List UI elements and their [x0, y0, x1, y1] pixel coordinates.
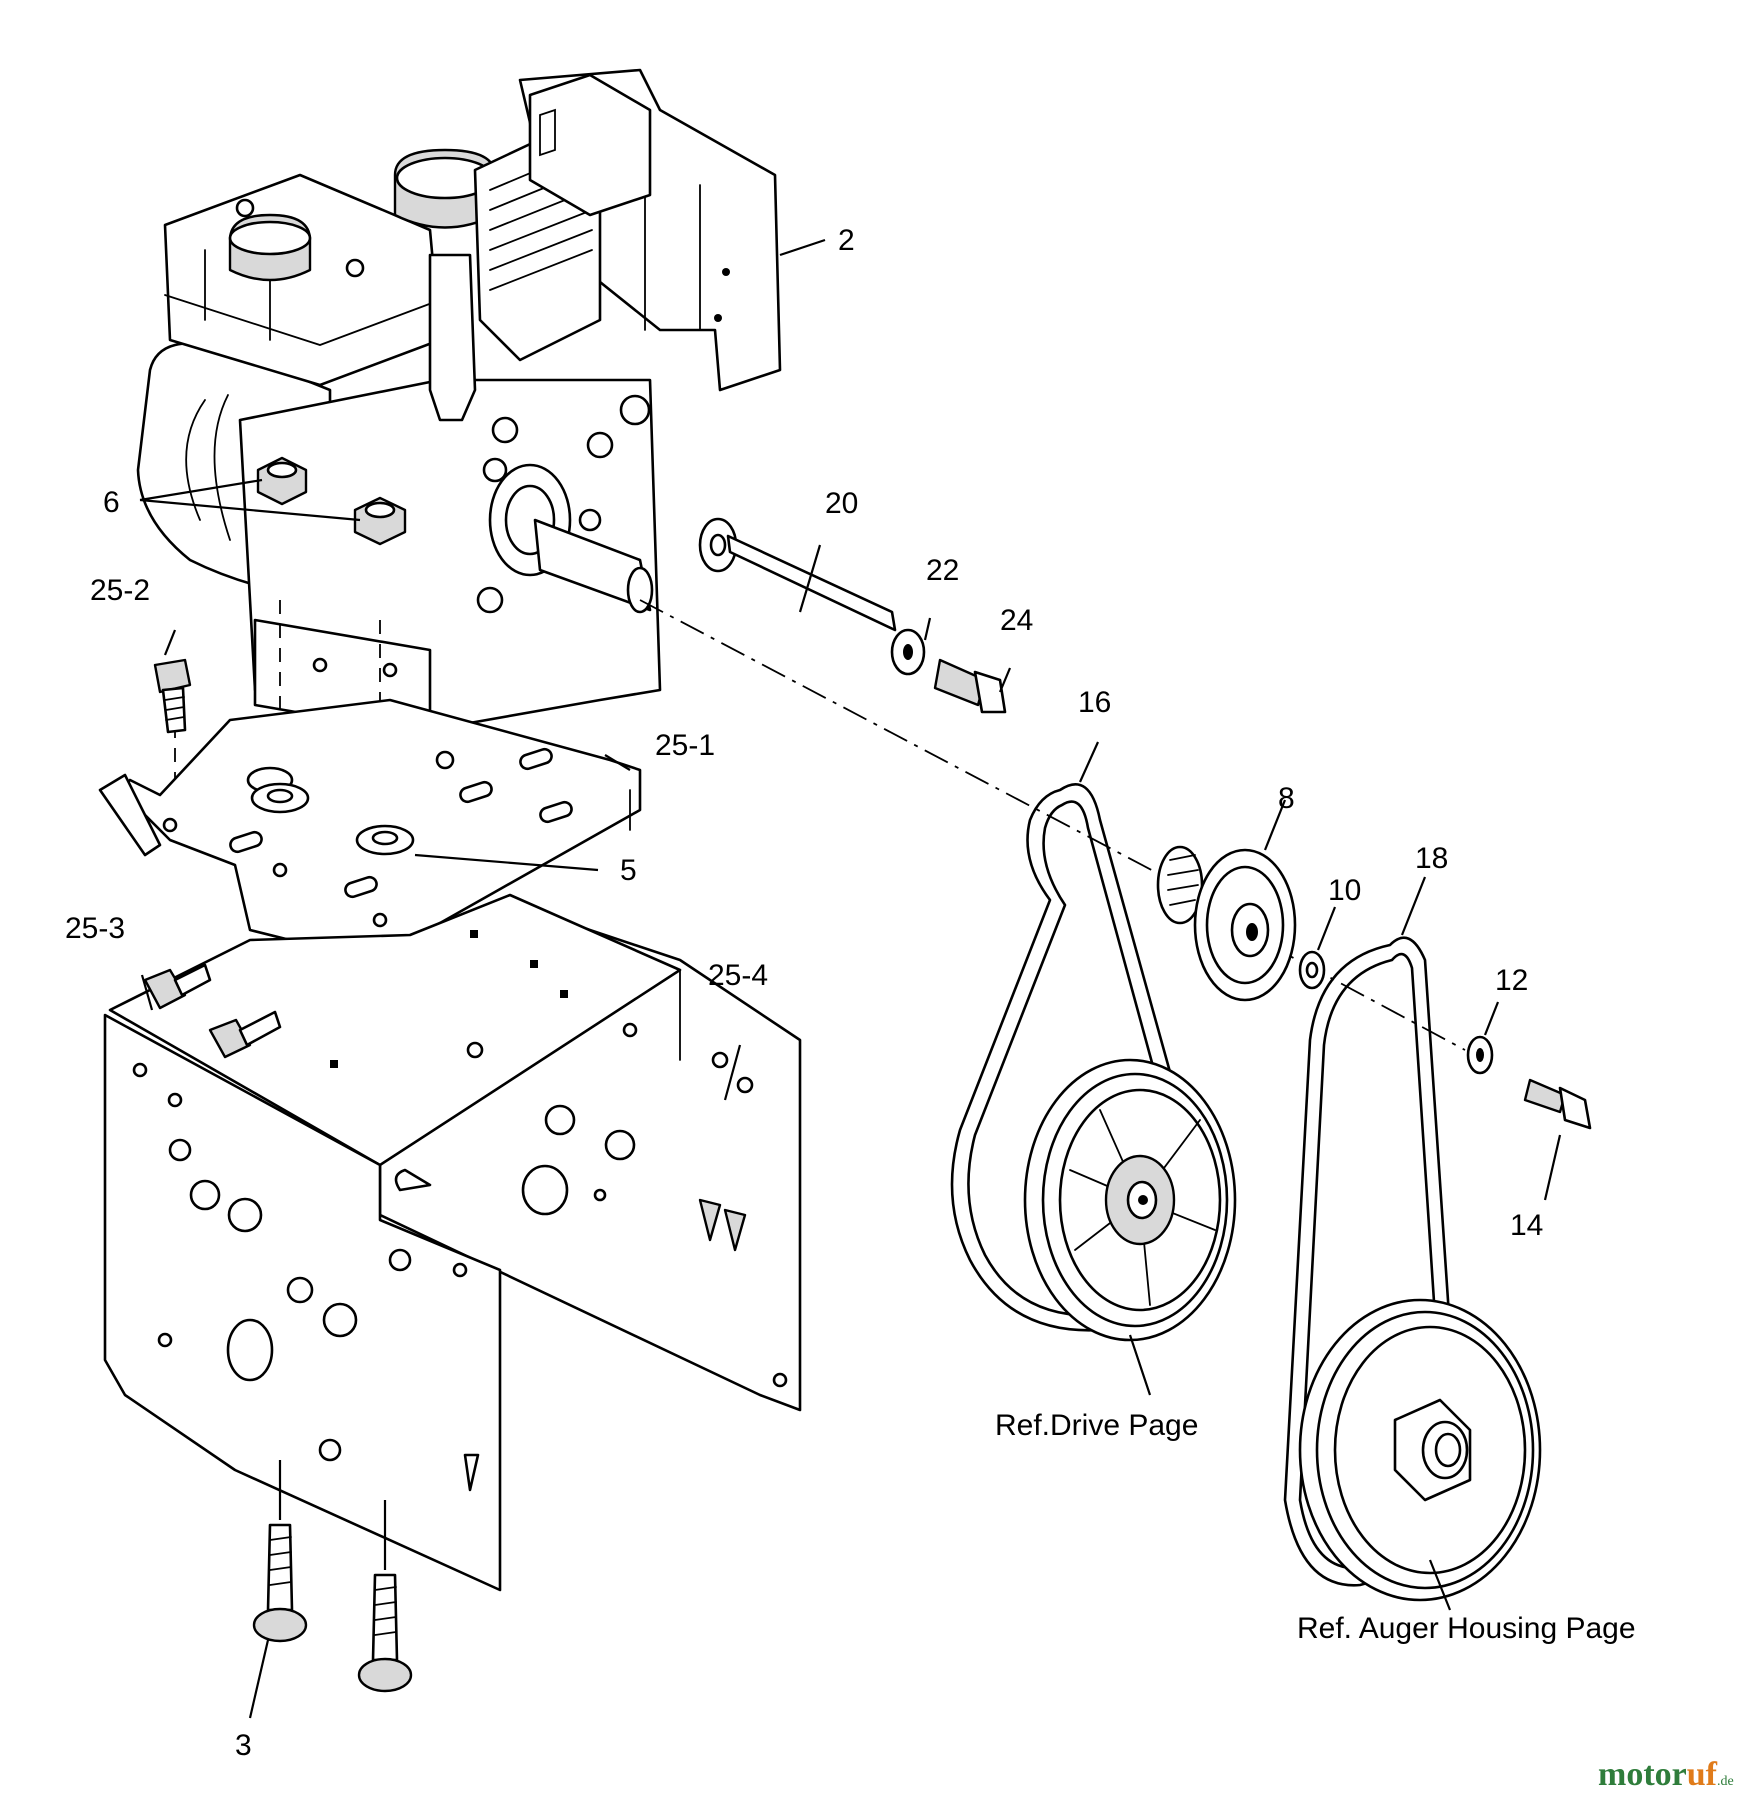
engine [136, 68, 782, 737]
frame [103, 893, 802, 1592]
lock-washers [250, 782, 415, 856]
pin-20 [726, 534, 897, 632]
auger-pulley [1298, 1298, 1542, 1602]
bolt-14 [1523, 1078, 1567, 1114]
callout-25-3: 25-3 [65, 912, 125, 945]
callout-5: 5 [620, 854, 637, 887]
callout-12: 12 [1495, 964, 1528, 997]
callout-8: 8 [1278, 782, 1295, 815]
carriage-bolts [252, 1460, 413, 1693]
callout-25-4: 25-4 [708, 959, 768, 992]
shaft-hardware [698, 517, 1007, 714]
bolt-25-2 [153, 658, 192, 734]
leader-lines [139, 238, 1562, 1719]
callout-22: 22 [926, 554, 959, 587]
callout-16: 16 [1078, 686, 1111, 719]
watermark-part2: uf [1687, 1756, 1718, 1793]
bolts-25-3 [143, 963, 282, 1059]
callout-18: 18 [1415, 842, 1448, 875]
drive-pulley [1023, 1058, 1237, 1342]
callout-3: 3 [235, 1729, 252, 1762]
ref-auger-housing-page: Ref. Auger Housing Page [1297, 1612, 1636, 1645]
callout-labels: 2 6 20 22 24 25-2 16 25-1 8 18 5 10 25-3… [65, 224, 1636, 1762]
callout-25-2: 25-2 [90, 574, 150, 607]
watermark-logo: motoruf.de [1598, 1756, 1734, 1793]
callout-2: 2 [838, 224, 855, 257]
mounting-plate [98, 698, 642, 952]
watermark-part1: motor [1598, 1756, 1687, 1793]
engine-pulley [1156, 845, 1592, 1130]
callout-24: 24 [1000, 604, 1033, 637]
ref-drive-page: Ref.Drive Page [995, 1409, 1198, 1442]
callout-25-1: 25-1 [655, 729, 715, 762]
callout-20: 20 [825, 487, 858, 520]
callout-6: 6 [103, 486, 120, 519]
callout-14: 14 [1510, 1209, 1543, 1242]
bolt-24 [933, 658, 987, 707]
callout-10: 10 [1328, 874, 1361, 907]
svg-text:motoruf.de: motoruf.de [1598, 1756, 1734, 1793]
watermark-suffix: .de [1717, 1774, 1734, 1789]
